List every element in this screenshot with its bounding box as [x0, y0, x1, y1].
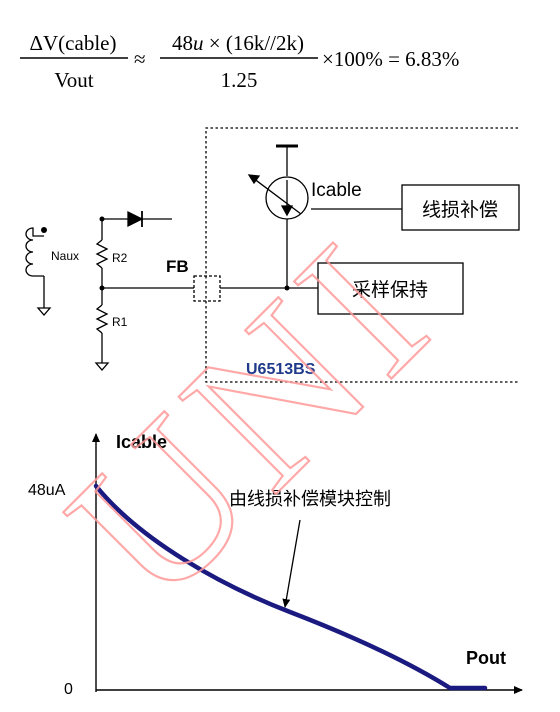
aux-winding-coil — [25, 227, 44, 277]
y-zero-tick: 0 — [64, 681, 73, 698]
ground-icon-r1 — [94, 362, 110, 371]
formula-numerator-right: 48u × (16k//2k) — [172, 31, 304, 55]
formula-approx-sign: ≈ — [134, 47, 146, 71]
circuit — [25, 127, 520, 383]
y-axis-label: Icable — [116, 432, 167, 452]
ground-icon-aux — [36, 307, 52, 316]
compensation-box-label: 线损补偿 — [422, 199, 498, 221]
r2-resistor-icon — [95, 239, 109, 269]
circuit-labels: Naux R2 R1 FB Icable 线损补偿 采样保持 U6513BS — [51, 180, 498, 378]
variable-source-arrow-icon — [247, 174, 261, 185]
formula: ΔV(cable) Vout ≈ 48u × (16k//2k) 1.25 ×1… — [20, 31, 459, 92]
naux-label: Naux — [51, 249, 79, 263]
fb-pin-box — [193, 275, 221, 302]
sample-hold-box — [317, 262, 464, 315]
formula-denominator-right: 1.25 — [221, 68, 258, 92]
diode-triangle-icon — [127, 210, 144, 228]
r1-label: R1 — [112, 315, 128, 329]
formula-tail: ×100% = 6.83% — [322, 47, 459, 71]
icable-source-label: Icable — [311, 180, 362, 201]
variable-source-slash — [252, 177, 302, 215]
chip-label: U6513BS — [246, 361, 316, 378]
x-axis-label: Pout — [466, 648, 506, 668]
current-direction-arrow-icon — [280, 205, 294, 217]
formula-denominator-left: Vout — [54, 68, 93, 92]
y-max-tick: 48uA — [28, 482, 66, 499]
formula-numerator-left: ΔV(cable) — [30, 31, 117, 55]
r1-resistor-icon — [95, 304, 109, 334]
compensation-box — [401, 184, 520, 231]
r2-label: R2 — [112, 251, 128, 265]
fb-label: FB — [166, 257, 189, 276]
chip-dashed-outline — [205, 127, 518, 383]
annotation-arrow — [282, 519, 301, 608]
winding-dot-icon — [41, 227, 47, 233]
annotation-text: 由线损补偿模块控制 — [229, 489, 391, 510]
icable-curve — [93, 483, 488, 691]
sample-hold-box-label: 采样保持 — [352, 279, 428, 301]
icable-graph: Icable 48uA 0 Pout 由线损补偿模块控制 — [28, 432, 523, 698]
